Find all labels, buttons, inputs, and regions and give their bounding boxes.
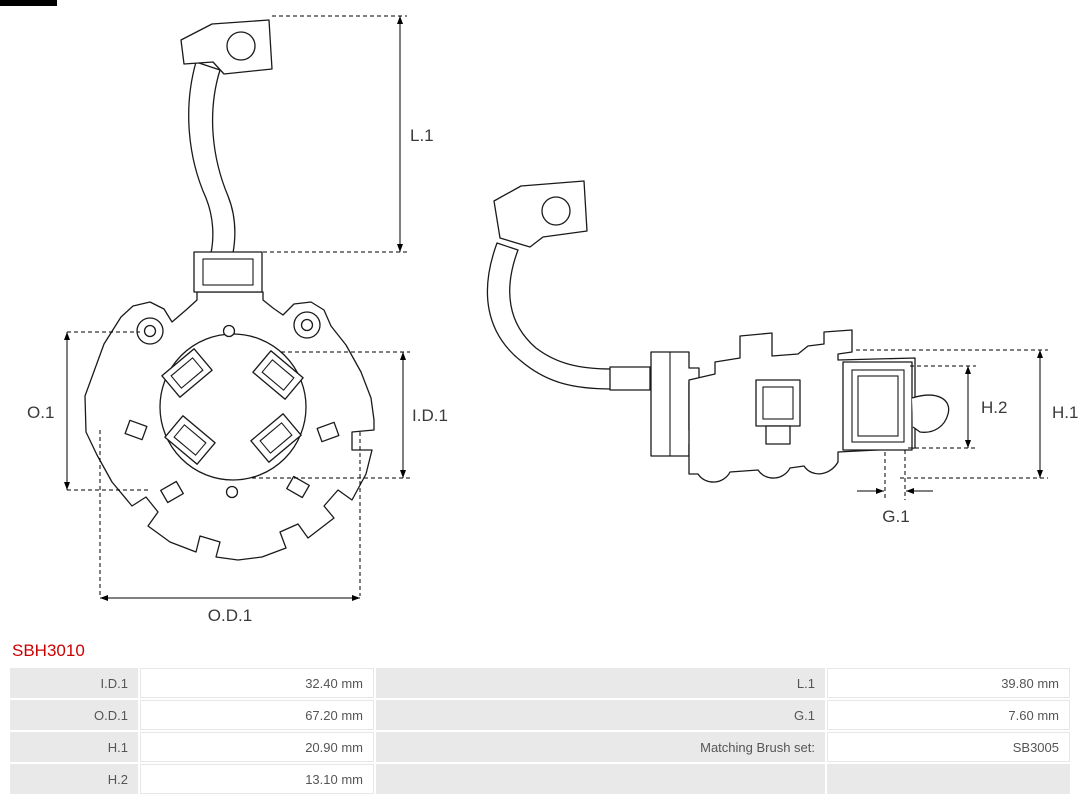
side-view-dimensions: H.2 H.1 G.1 [856, 349, 1078, 526]
brush-box [164, 415, 216, 465]
dim-label-g1: G.1 [882, 507, 909, 526]
dim-label-id1: I.D.1 [412, 406, 448, 425]
spec-value-cell: 13.10 mm [140, 764, 374, 794]
spec-label-cell: H.2 [10, 764, 138, 794]
corner-mark [0, 0, 57, 6]
screw-hole [293, 311, 321, 339]
dim-label-o1: O.1 [27, 403, 54, 422]
dim-label-h2: H.2 [981, 398, 1007, 417]
lead-wire [486, 242, 613, 390]
spring-post [765, 425, 791, 445]
spec-label-cell: Matching Brush set: [376, 732, 825, 762]
front-view-dimensions: L.1 O.1 I.D.1 O.D.1 [27, 15, 448, 625]
dim-label-h1: H.1 [1052, 403, 1078, 422]
spec-value-cell: 67.20 mm [140, 700, 374, 730]
front-view-drawing [84, 19, 375, 561]
dim-label-od1: O.D.1 [208, 606, 252, 625]
spec-value-cell: 20.90 mm [140, 732, 374, 762]
spring-posts [124, 419, 340, 504]
spec-value-cell: 39.80 mm [827, 668, 1070, 698]
top-brush-box [193, 251, 263, 293]
terminal-hole [226, 31, 256, 61]
lead-wire [188, 61, 236, 254]
inner-ring [159, 333, 307, 481]
spec-label-cell: H.1 [10, 732, 138, 762]
spec-label-cell [376, 764, 825, 794]
spec-value-cell: 32.40 mm [140, 668, 374, 698]
wire-stub [609, 366, 651, 391]
terminal-tab [493, 180, 588, 248]
brush-box [250, 413, 302, 463]
brush-box [161, 348, 213, 398]
dim-label-l1: L.1 [410, 126, 434, 145]
hook [911, 394, 950, 433]
spec-table: I.D.1 32.40 mm L.1 39.80 mm O.D.1 67.20 … [10, 668, 1070, 794]
top-brush-box-inner [202, 258, 254, 286]
terminal-hole [541, 196, 571, 226]
spec-value-cell: 7.60 mm [827, 700, 1070, 730]
spec-label-cell: O.D.1 [10, 700, 138, 730]
spec-value-cell [827, 764, 1070, 794]
spec-label-cell: I.D.1 [10, 668, 138, 698]
part-number: SBH3010 [12, 641, 85, 660]
side-brush-box [842, 361, 913, 451]
screw-hole [136, 317, 164, 345]
spec-label-cell: G.1 [376, 700, 825, 730]
spec-value-cell: SB3005 [827, 732, 1070, 762]
rivet [225, 485, 239, 499]
brush-box [252, 350, 304, 400]
rivet [222, 324, 236, 338]
technical-diagram: L.1 O.1 I.D.1 O.D.1 [27, 15, 1078, 625]
spec-label-cell: L.1 [376, 668, 825, 698]
side-view-drawing [486, 180, 950, 483]
